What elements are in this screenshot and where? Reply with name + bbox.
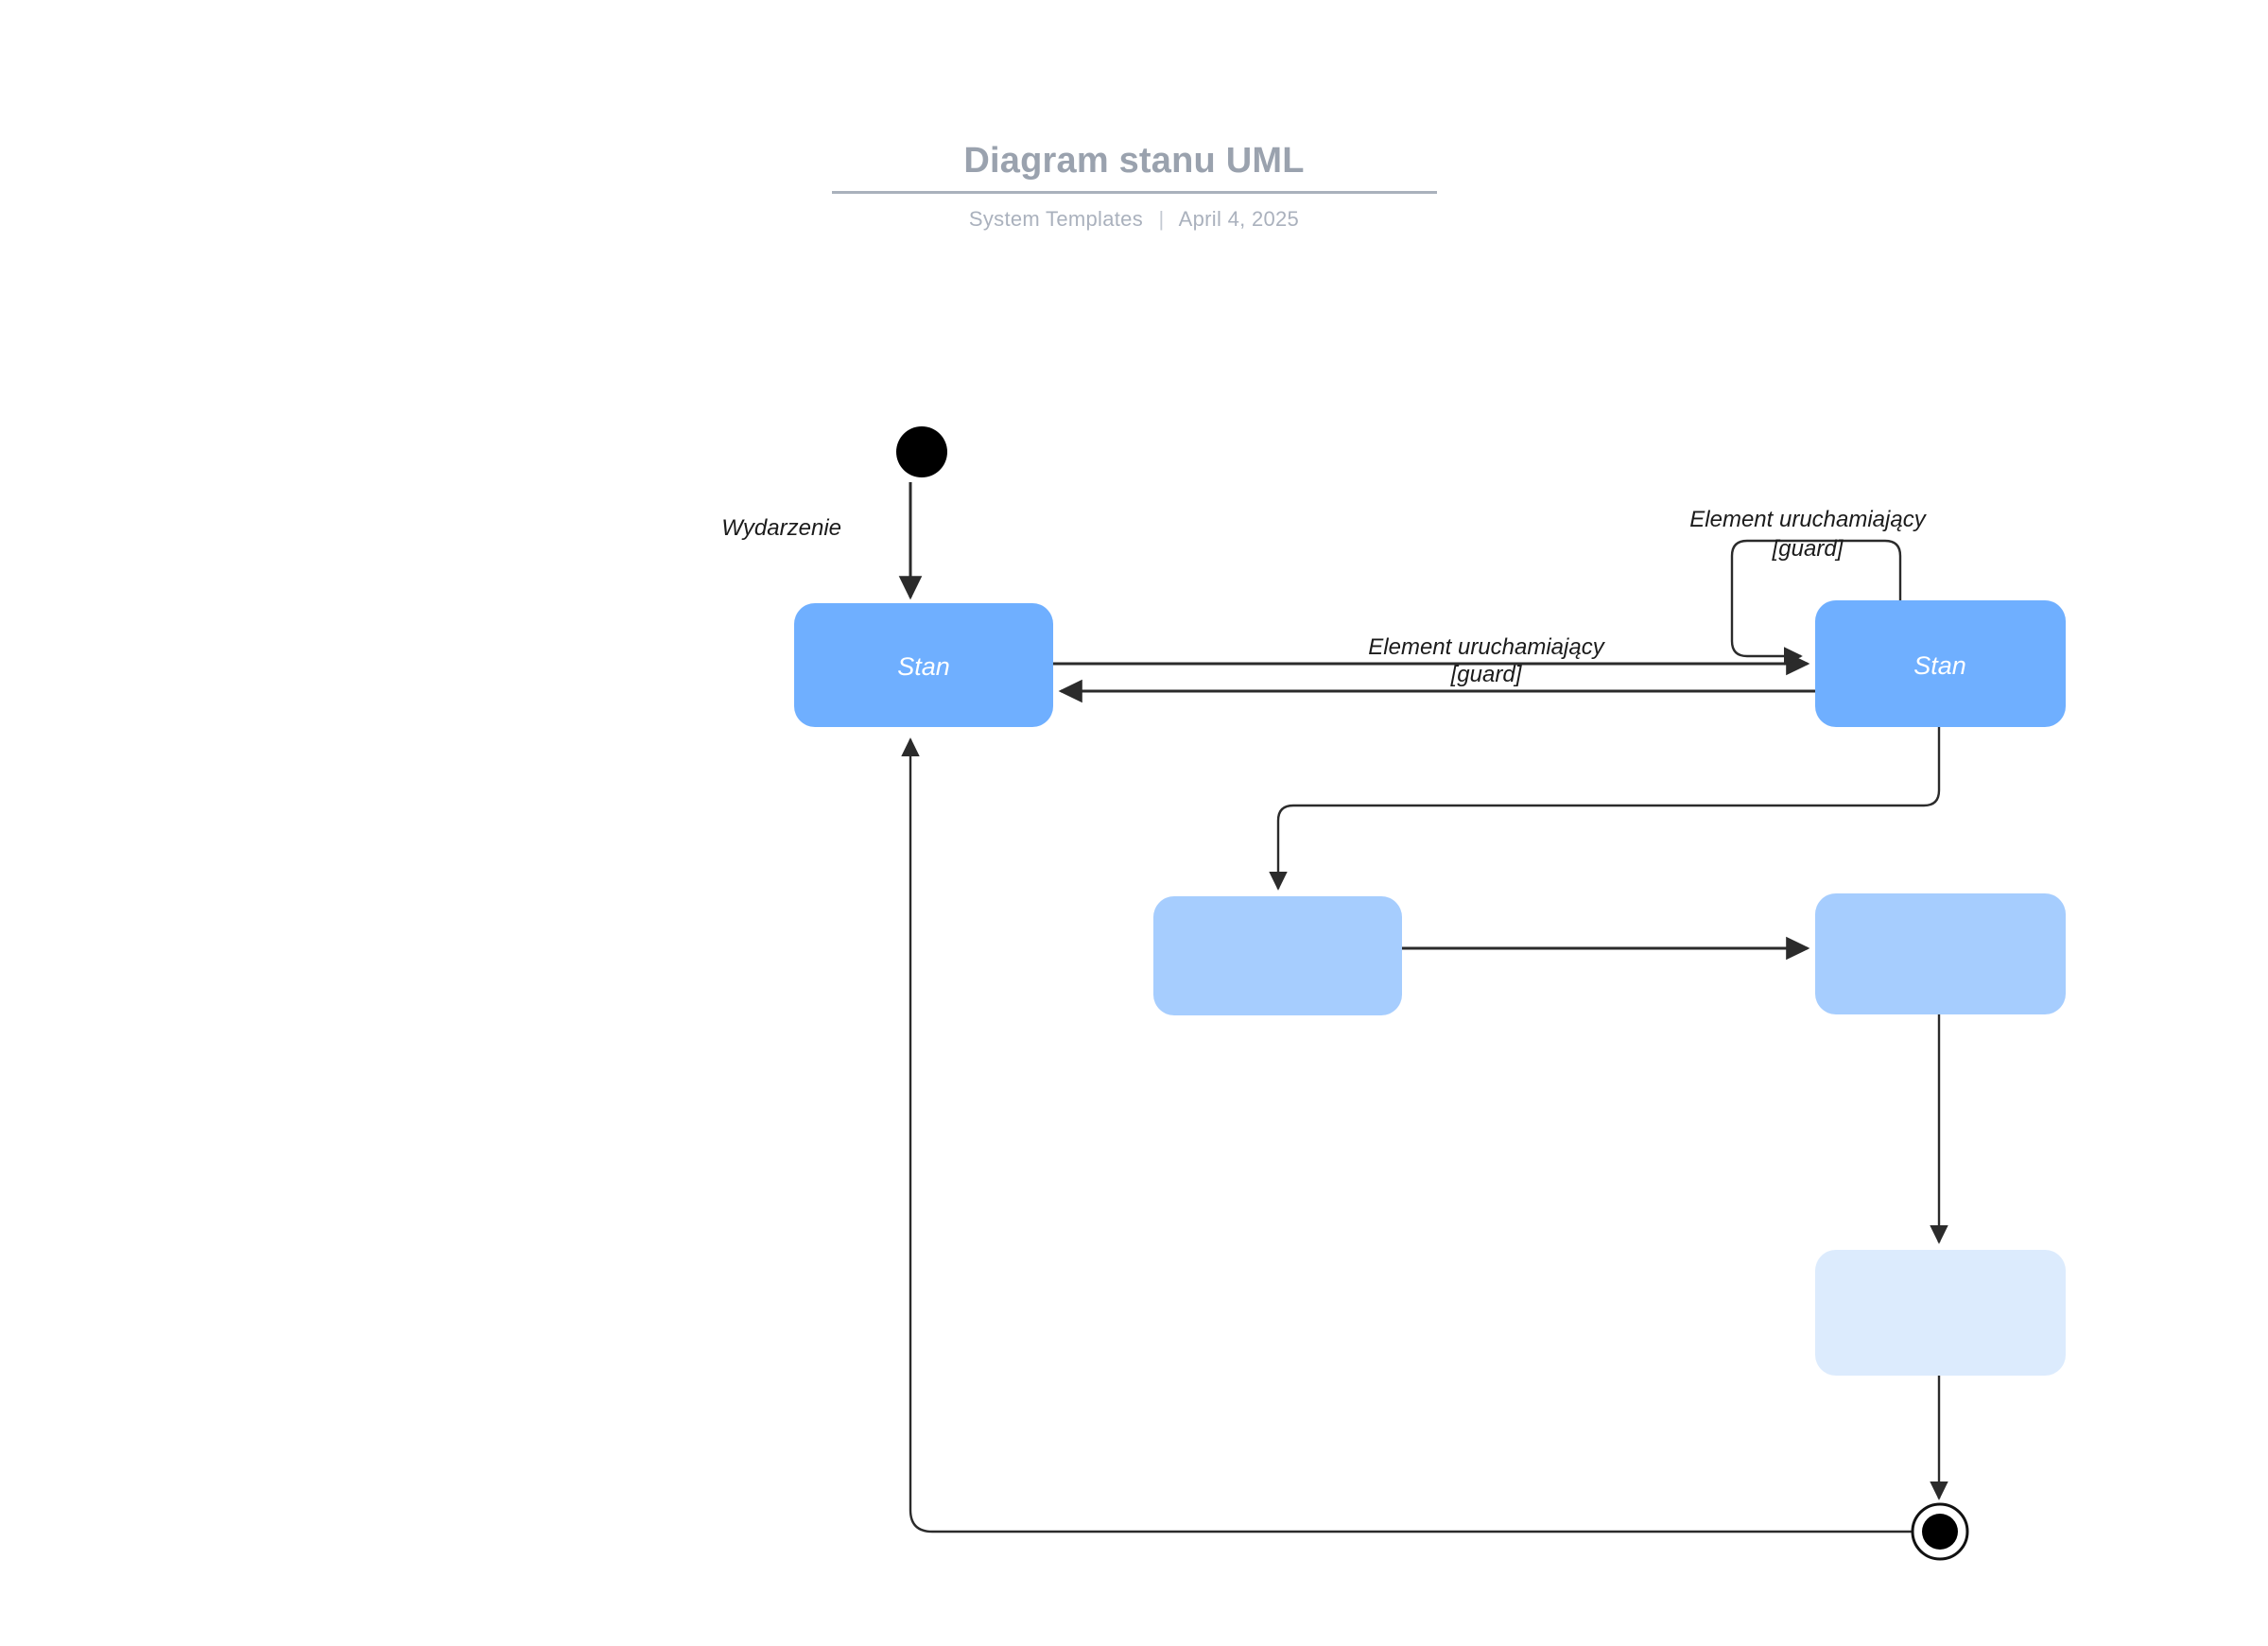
- node-initial-state[interactable]: [896, 426, 947, 477]
- edge-label-trigger-self-line1: Element uruchamiający: [1689, 507, 1927, 532]
- node-state-c[interactable]: [1153, 896, 1402, 1015]
- edge-final-to-state-a: [901, 737, 1912, 1533]
- state-b-box[interactable]: [1815, 600, 2066, 727]
- node-state-e[interactable]: [1815, 1250, 2066, 1376]
- edge-initial-to-state-a: Wydarzenie: [721, 482, 923, 600]
- node-state-a[interactable]: Stan: [794, 603, 1053, 727]
- edge-label-trigger-mid-line2: [guard]: [1450, 662, 1523, 687]
- node-state-d[interactable]: [1815, 893, 2066, 1014]
- state-d-box[interactable]: [1815, 893, 2066, 1014]
- state-a-box[interactable]: [794, 603, 1053, 727]
- state-e-box[interactable]: [1815, 1250, 2066, 1376]
- edge-state-b-to-state-c: [1269, 727, 1941, 891]
- node-final-state[interactable]: [1911, 1502, 1969, 1561]
- state-c-box[interactable]: [1153, 896, 1402, 1015]
- edge-label-trigger-mid-line1: Element uruchamiający: [1368, 634, 1605, 660]
- edge-state-a-to-state-b: Element uruchamiający [guard]: [1053, 634, 1810, 687]
- edge-label-trigger-self-line2: [guard]: [1772, 536, 1844, 562]
- edge-label-wydarzenie: Wydarzenie: [721, 515, 841, 541]
- edge-final-to-state-a-line: [901, 737, 1912, 1533]
- state-a-label: Stan: [897, 652, 950, 681]
- edge-state-b-self-loop-line: [1730, 539, 1902, 666]
- final-state-inner-circle[interactable]: [1922, 1514, 1958, 1550]
- state-b-label: Stan: [1913, 651, 1966, 680]
- edge-state-b-to-state-c-line: [1269, 727, 1941, 891]
- node-state-b[interactable]: Stan: [1815, 600, 2066, 727]
- edge-state-b-self-loop: Element uruchamiający [guard]: [1689, 507, 1928, 666]
- initial-state-circle[interactable]: [896, 426, 947, 477]
